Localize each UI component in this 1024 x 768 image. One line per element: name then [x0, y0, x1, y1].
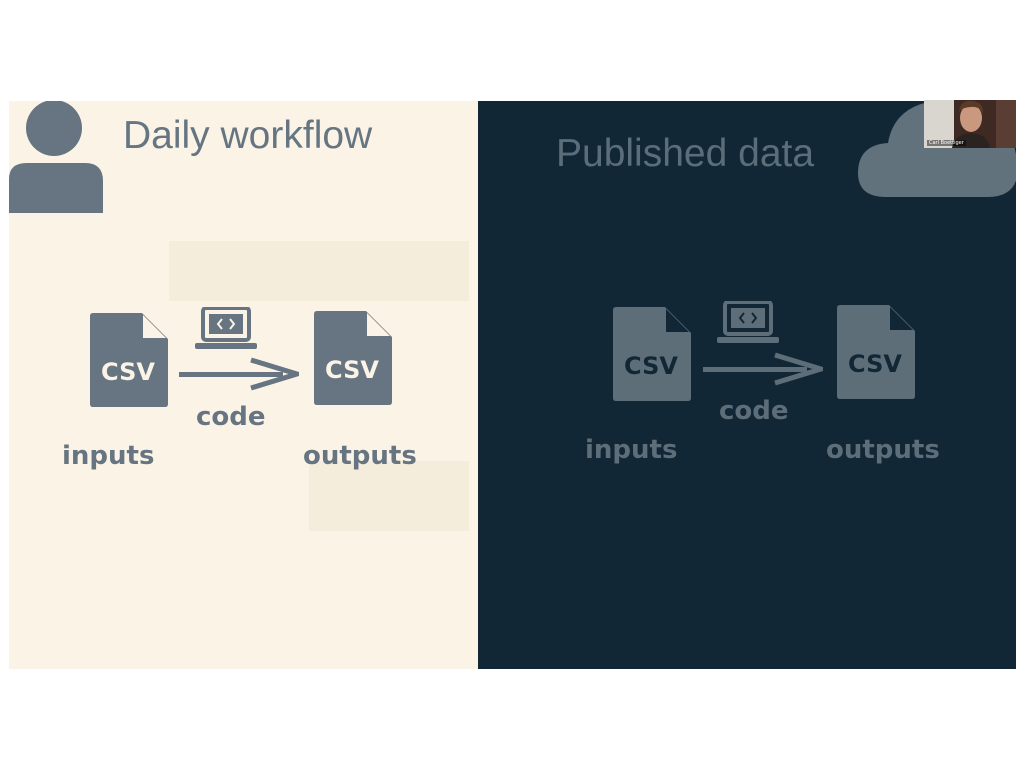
participant-name: Carl Boettiger: [927, 140, 966, 146]
person-icon: [9, 101, 103, 213]
arrow-right-icon: [179, 357, 299, 391]
inputs-label: inputs: [585, 435, 678, 465]
video-thumbnail[interactable]: Carl Boettiger: [924, 100, 1016, 148]
arrow-right-icon: [703, 352, 823, 386]
panel-title: Daily workflow: [123, 114, 373, 157]
csv-badge: CSV: [624, 352, 678, 380]
csv-file-icon: CSV: [90, 313, 168, 407]
ghost-artifact: [309, 461, 469, 531]
laptop-code-icon: [717, 301, 779, 343]
inputs-label: inputs: [62, 441, 155, 471]
daily-workflow-panel: Daily workflow CSV CSV code inputs outpu…: [9, 101, 478, 669]
csv-badge: CSV: [848, 350, 902, 378]
code-label: code: [719, 396, 789, 426]
code-label: code: [196, 402, 266, 432]
panel-title: Published data: [556, 132, 815, 175]
outputs-label: outputs: [303, 441, 417, 471]
csv-badge: CSV: [325, 356, 379, 384]
laptop-code-icon: [195, 307, 257, 349]
ghost-artifact: [169, 241, 469, 301]
video-background: [924, 100, 954, 148]
published-data-panel: Published data CSV CSV code inputs outpu…: [478, 101, 1016, 669]
csv-file-icon: CSV: [314, 311, 392, 405]
csv-file-icon: CSV: [613, 307, 691, 401]
outputs-label: outputs: [826, 435, 940, 465]
video-background: [996, 100, 1016, 148]
csv-file-icon: CSV: [837, 305, 915, 399]
participant-avatar: [952, 100, 990, 148]
csv-badge: CSV: [101, 358, 155, 386]
